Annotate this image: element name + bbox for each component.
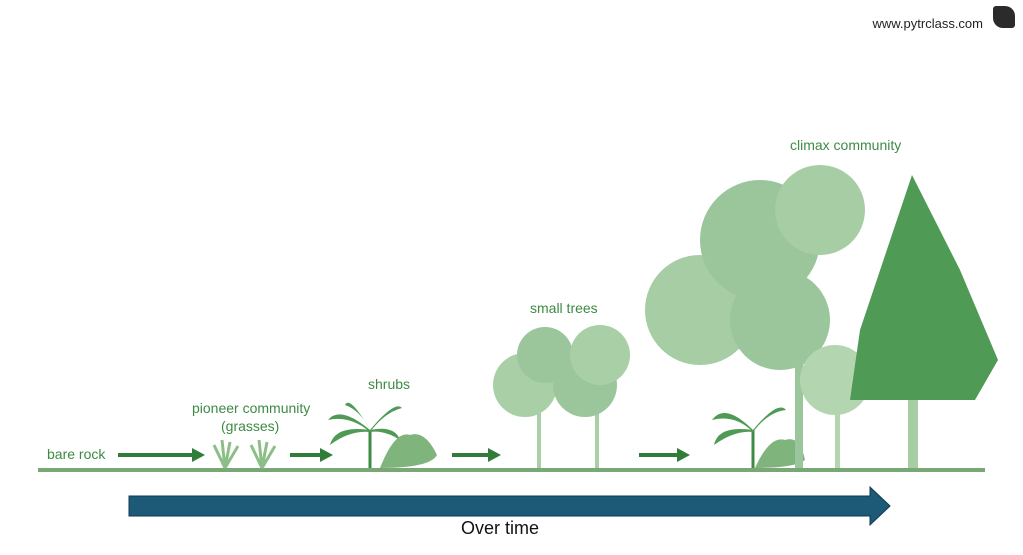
shrub-icon	[328, 402, 805, 468]
time-arrow	[128, 485, 891, 527]
watermark-text: www.pytrclass.com	[872, 16, 983, 31]
label-pioneer-grasses: (grasses)	[221, 418, 280, 434]
small-tree-icon	[493, 325, 630, 468]
climax-tree-icon	[645, 165, 998, 468]
ground-line	[38, 468, 985, 472]
label-pioneer-community: pioneer community	[192, 400, 311, 416]
grass-icon	[212, 439, 277, 469]
label-climax-community: climax community	[790, 137, 902, 153]
label-bare-rock: bare rock	[47, 446, 106, 462]
stage-arrow	[118, 448, 690, 462]
logo-icon	[993, 6, 1015, 28]
label-shrubs: shrubs	[368, 376, 411, 392]
label-small-trees: small trees	[530, 300, 598, 316]
timeline-label: Over time	[461, 518, 540, 538]
